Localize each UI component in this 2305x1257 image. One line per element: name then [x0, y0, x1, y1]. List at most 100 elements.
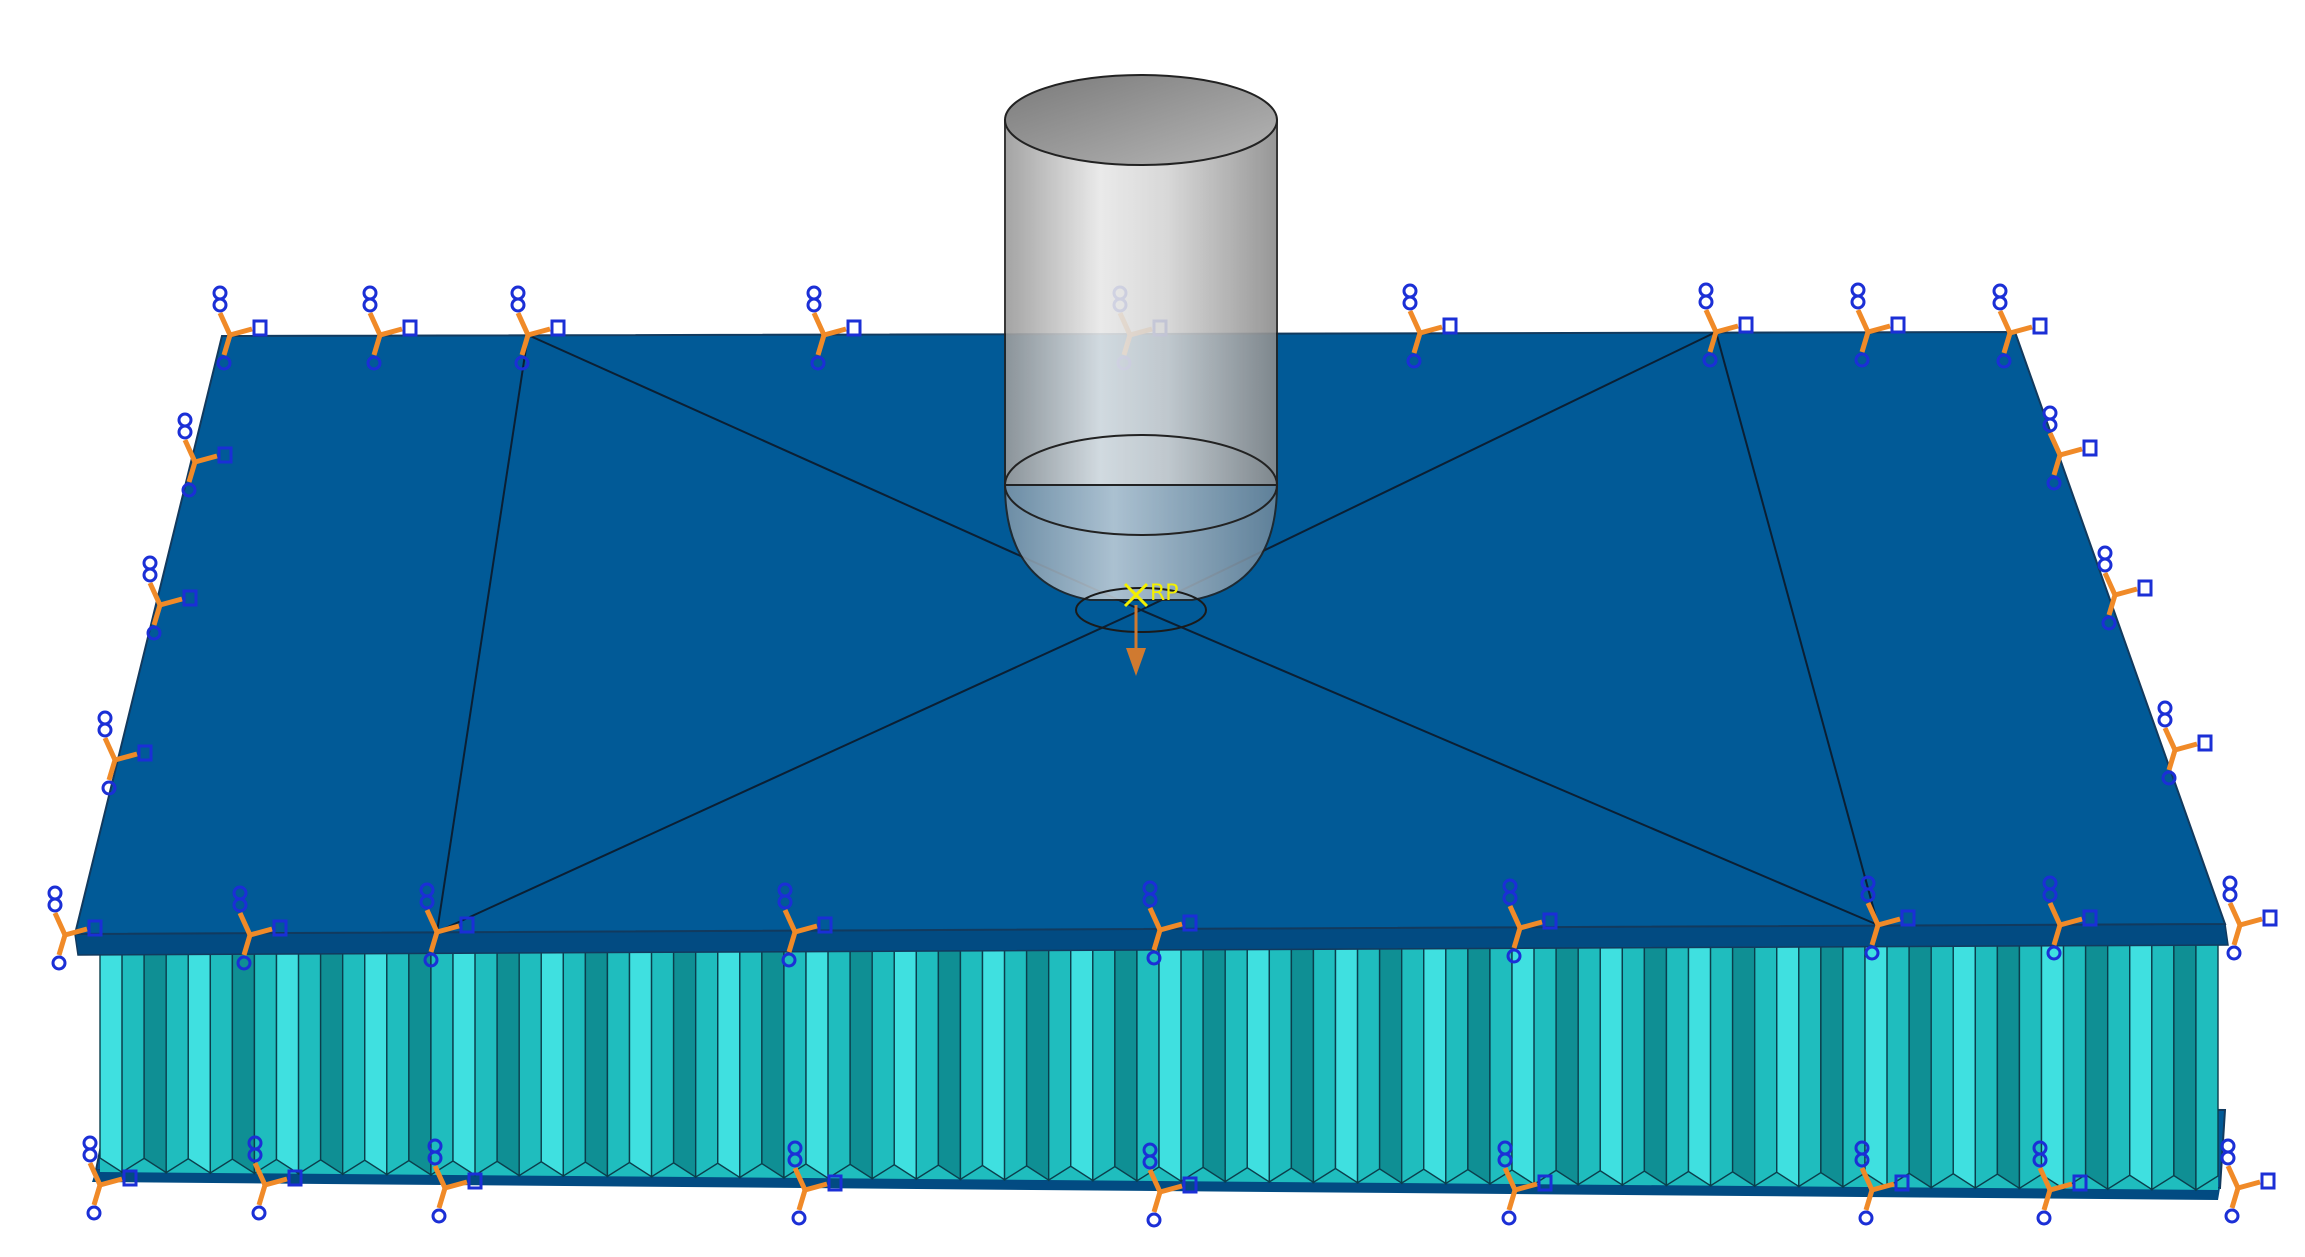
honeycomb-cell-wall [1709, 942, 1734, 1187]
honeycomb-cell-wall [1224, 944, 1248, 1183]
encastre-triad-icon [1860, 875, 1916, 961]
honeycomb-cell-wall [1070, 945, 1094, 1182]
honeycomb-cell-wall [209, 950, 234, 1175]
honeycomb-cell-wall [1312, 944, 1337, 1184]
honeycomb-cell-wall [1467, 943, 1491, 1186]
honeycomb-cell-wall [1025, 945, 1050, 1182]
honeycomb-cell-wall [739, 947, 763, 1179]
honeycomb-cell-wall [2084, 939, 2109, 1191]
honeycomb-cell-wall [959, 946, 984, 1181]
encastre-triad-icon [177, 412, 233, 498]
encastre-triad-icon [1992, 283, 2048, 369]
honeycomb-cell-wall [1400, 943, 1425, 1185]
honeycomb-cell-wall [849, 946, 873, 1180]
honeycomb-cell-wall [1930, 940, 1954, 1189]
honeycomb-cell-wall [650, 948, 675, 1178]
honeycomb-cell-wall [540, 948, 565, 1178]
encastre-triad-icon [212, 285, 268, 371]
encastre-triad-icon [1850, 282, 1906, 368]
encastre-triad-icon [806, 285, 862, 371]
encastre-triad-icon [419, 882, 475, 968]
honeycomb-cell-wall [871, 946, 895, 1180]
honeycomb-cell-wall [694, 947, 719, 1179]
encastre-triad-icon [142, 555, 198, 641]
encastre-triad-icon [510, 285, 566, 371]
honeycomb-cell-wall [341, 949, 366, 1176]
honeycomb-cell-wall [893, 946, 918, 1181]
honeycomb-cell-wall [937, 946, 962, 1181]
encastre-triad-icon [1497, 1140, 1553, 1226]
honeycomb-cell-wall [1533, 943, 1557, 1186]
honeycomb-cell-wall [165, 950, 189, 1174]
honeycomb-cell-wall [1687, 942, 1712, 1187]
encastre-triad-icon [2222, 875, 2278, 961]
encastre-triad-icon [232, 885, 288, 971]
encastre-triad-icon [427, 1138, 483, 1224]
honeycomb-cell-wall [1974, 940, 1999, 1190]
encastre-triad-icon [1402, 283, 1458, 369]
encastre-triad-icon [1698, 282, 1754, 368]
honeycomb-cell-wall [1665, 942, 1690, 1187]
honeycomb-cell-wall [2018, 940, 2043, 1190]
honeycomb-cell-wall [1423, 943, 1447, 1185]
honeycomb-cell-wall [408, 949, 432, 1177]
honeycomb-cell-wall [2195, 939, 2219, 1192]
honeycomb-cell-wall [2129, 939, 2153, 1191]
encastre-triad-icon [2042, 875, 2098, 961]
honeycomb-cell-wall [805, 947, 829, 1180]
arrow-down-icon [1126, 605, 1146, 676]
encastre-triad-icon [1854, 1140, 1910, 1226]
honeycomb-cell-wall [562, 948, 587, 1178]
honeycomb-cell-wall [143, 950, 167, 1174]
encastre-triad-icon [1502, 878, 1558, 964]
honeycomb-cell-wall [1047, 945, 1072, 1182]
reference-point-label: RP [1150, 581, 1179, 606]
honeycomb-cell-wall [1798, 941, 1822, 1188]
honeycomb-cell-wall [2062, 940, 2087, 1190]
encastre-triad-icon [1142, 880, 1198, 966]
honeycomb-cell-wall [1378, 943, 1403, 1185]
honeycomb-cell-wall [496, 948, 520, 1177]
honeycomb-cell-wall [1886, 941, 1910, 1189]
honeycomb-cell-wall [1114, 945, 1138, 1183]
honeycomb-cell-wall [584, 948, 609, 1178]
honeycomb-cell-wall [297, 950, 322, 1175]
honeycomb-cell-wall [1158, 945, 1182, 1183]
honeycomb-cell-wall [1599, 942, 1624, 1187]
honeycomb-cell-wall [628, 948, 653, 1178]
encastre-triad-icon [2097, 545, 2153, 631]
honeycomb-cell-wall [1356, 944, 1381, 1184]
honeycomb-cell-wall [1445, 943, 1469, 1185]
encastre-triad-icon [97, 710, 153, 796]
honeycomb-cell-wall [474, 949, 498, 1177]
honeycomb-cell-wall [319, 949, 344, 1176]
honeycomb-cell-wall [1753, 941, 1778, 1188]
honeycomb-cell-wall [1290, 944, 1315, 1184]
honeycomb-cell-wall [827, 947, 851, 1180]
honeycomb-cell-wall [386, 949, 410, 1176]
encastre-triad-icon [2042, 405, 2098, 491]
honeycomb-cell-wall [1246, 944, 1271, 1184]
reference-point-cross-icon [1123, 582, 1149, 608]
honeycomb-cell-wall [1180, 945, 1204, 1183]
honeycomb-cell-wall [1511, 943, 1535, 1186]
honeycomb-cell-wall [364, 949, 388, 1176]
honeycomb-cell-wall [1776, 941, 1800, 1188]
honeycomb-cell-wall [1820, 941, 1844, 1189]
honeycomb-cell-wall [915, 946, 940, 1181]
honeycomb-cell-wall [1334, 944, 1359, 1184]
encastre-triad-icon [777, 882, 833, 968]
honeycomb-cell-wall [1731, 941, 1756, 1188]
honeycomb-cell-wall [99, 951, 123, 1174]
honeycomb-cell-wall [1908, 940, 1932, 1189]
honeycomb-cell-wall [452, 949, 476, 1177]
honeycomb-cell-wall [1003, 946, 1028, 1181]
honeycomb-cell-wall [606, 948, 631, 1178]
encastre-triad-icon [2220, 1138, 2276, 1224]
honeycomb-cell-wall [253, 950, 278, 1175]
reference-point: RP [1123, 581, 1179, 676]
honeycomb-cell-wall [1842, 941, 1866, 1189]
honeycomb-cell-wall [761, 947, 785, 1180]
honeycomb-cell-wall [2151, 939, 2175, 1191]
